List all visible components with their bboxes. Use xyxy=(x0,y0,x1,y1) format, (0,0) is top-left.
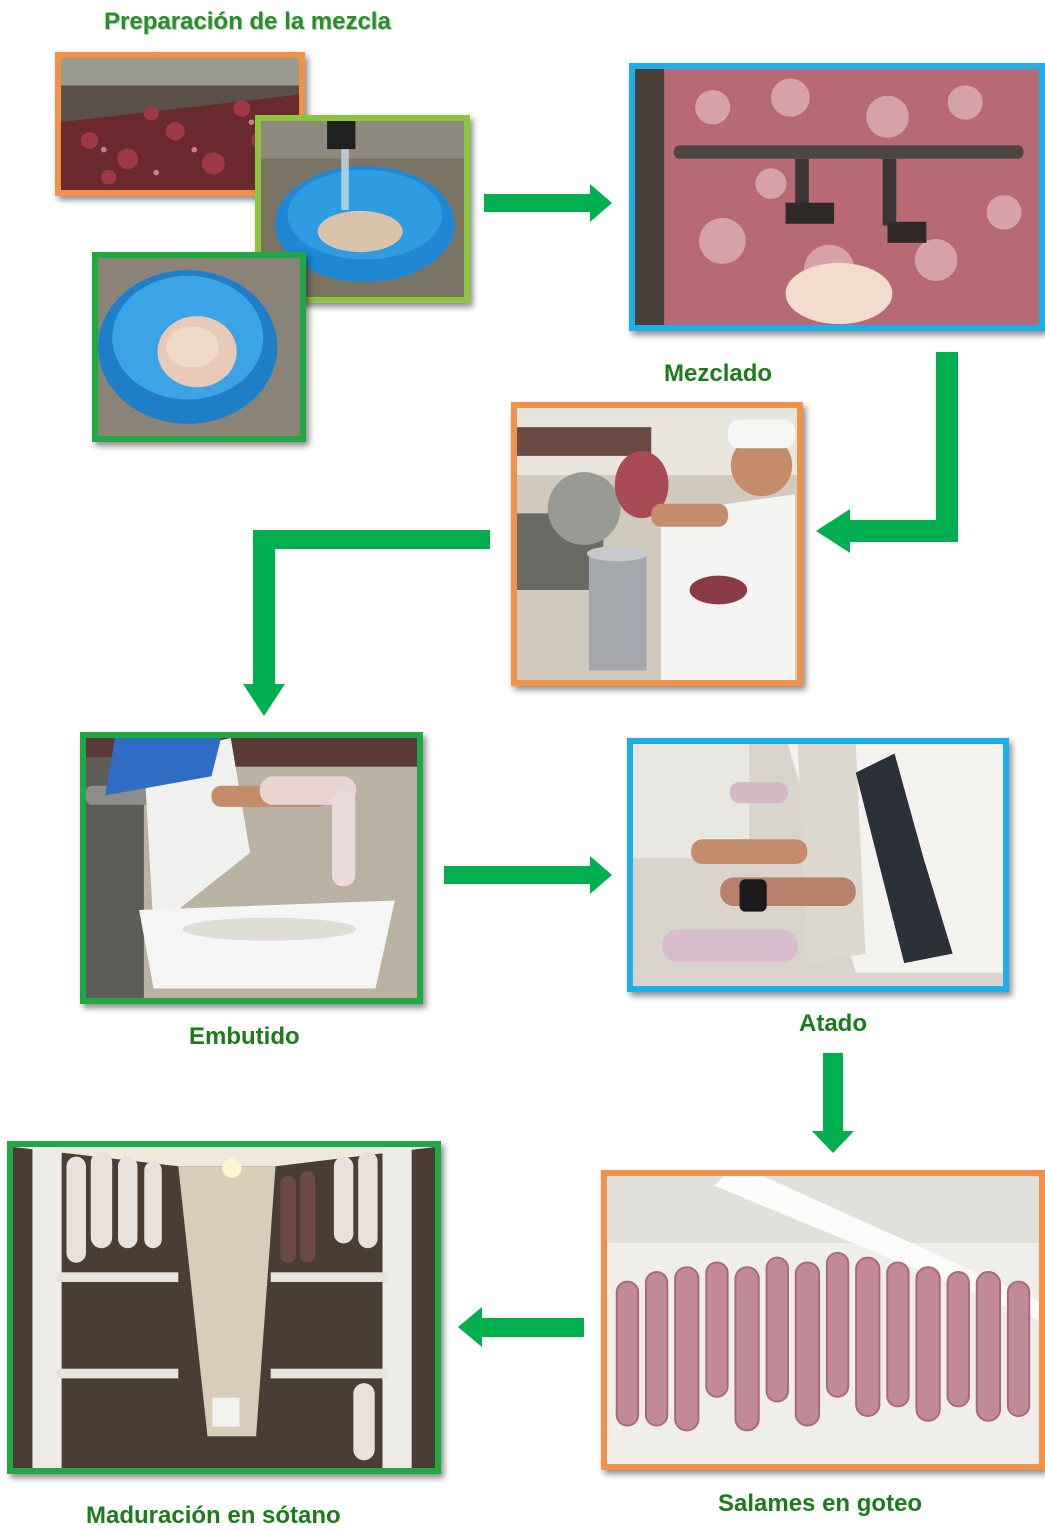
arrow-down-left-1 xyxy=(816,352,958,553)
arrow-left-down-1 xyxy=(243,530,490,716)
arrow-left-1 xyxy=(458,1307,584,1347)
arrow-down-1 xyxy=(812,1053,854,1153)
arrow-right-1 xyxy=(484,184,612,222)
arrow-right-2 xyxy=(444,856,612,894)
